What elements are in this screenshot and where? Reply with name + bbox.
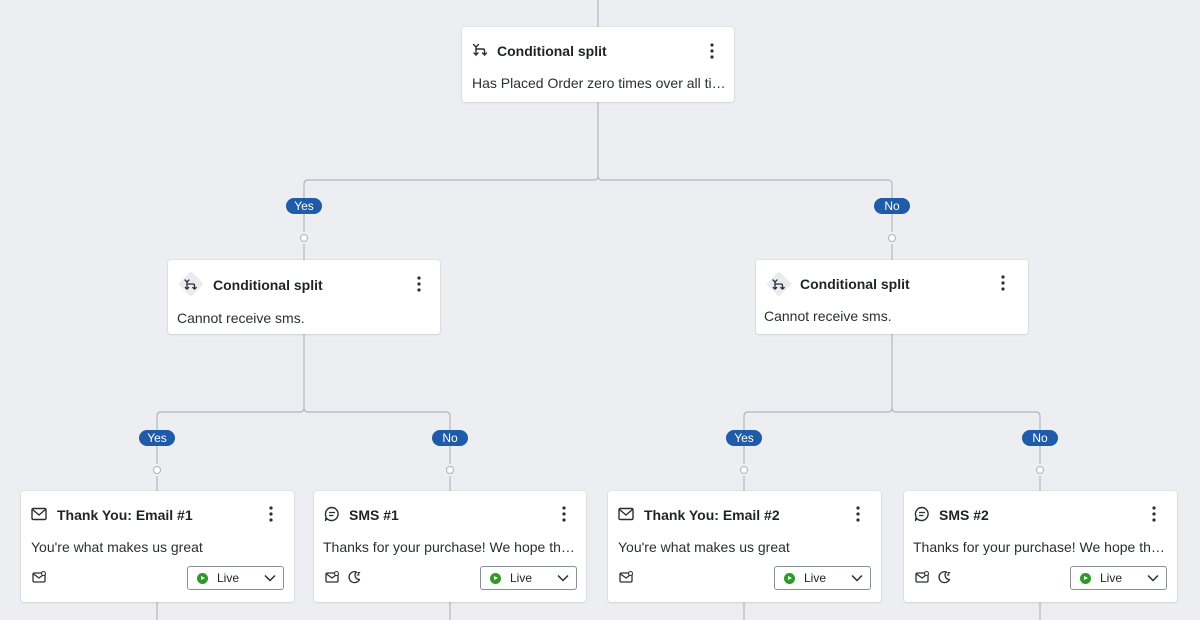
right-conditional-split-card[interactable]: Conditional split Cannot receive sms.: [756, 260, 1028, 334]
email-settings-icon[interactable]: [32, 571, 46, 584]
email-icon: [618, 507, 634, 521]
more-options-icon[interactable]: [1147, 505, 1161, 523]
more-options-icon[interactable]: [996, 274, 1010, 292]
more-options-icon[interactable]: [412, 275, 426, 293]
more-options-icon[interactable]: [705, 42, 719, 60]
sms-settings-icon[interactable]: [915, 571, 929, 584]
live-status-icon: [197, 573, 208, 584]
sms-icon: [914, 506, 929, 522]
message-preview: Thanks for your purchase! We hope that .…: [913, 539, 1171, 555]
card-title: Thank You: Email #1: [57, 507, 193, 523]
action-card-email-2[interactable]: Thank You: Email #2 You're what makes us…: [608, 491, 881, 602]
status-label: Live: [510, 571, 533, 585]
branch-no-label: No: [432, 430, 468, 446]
message-preview: Thanks for your purchase! We hope that .…: [323, 539, 581, 555]
status-label: Live: [1100, 571, 1123, 585]
branch-no-label: No: [1022, 430, 1058, 446]
status-label: Live: [804, 571, 827, 585]
chevron-down-icon: [851, 574, 863, 582]
live-status-icon: [490, 573, 501, 584]
chevron-down-icon: [557, 574, 569, 582]
branch-yes-label: Yes: [286, 198, 322, 214]
live-status-icon: [784, 573, 795, 584]
message-preview: You're what makes us great: [618, 539, 790, 555]
action-card-email-1[interactable]: Thank You: Email #1 You're what makes us…: [21, 491, 294, 602]
more-options-icon[interactable]: [557, 505, 571, 523]
email-icon: [31, 507, 47, 521]
status-dropdown[interactable]: Live: [480, 566, 577, 590]
card-title: Conditional split: [800, 276, 910, 292]
email-settings-icon[interactable]: [619, 571, 633, 584]
sms-settings-icon[interactable]: [325, 571, 339, 584]
sms-icon: [324, 506, 339, 522]
root-conditional-split-card[interactable]: Conditional split Has Placed Order zero …: [462, 27, 734, 102]
split-condition: Cannot receive sms.: [764, 308, 892, 324]
action-card-sms-1[interactable]: SMS #1 Thanks for your purchase! We hope…: [314, 491, 586, 602]
status-dropdown[interactable]: Live: [187, 566, 284, 590]
branch-yes-label: Yes: [139, 430, 175, 446]
split-icon: [179, 272, 203, 296]
split-icon: [767, 272, 791, 296]
card-title: SMS #1: [349, 507, 399, 523]
message-preview: You're what makes us great: [31, 539, 203, 555]
quiet-hours-icon[interactable]: [937, 570, 951, 584]
branch-yes-label: Yes: [726, 430, 762, 446]
chevron-down-icon: [264, 574, 276, 582]
split-condition: Cannot receive sms.: [177, 310, 305, 326]
status-dropdown[interactable]: Live: [1070, 566, 1167, 590]
chevron-down-icon: [1147, 574, 1159, 582]
left-conditional-split-card[interactable]: Conditional split Cannot receive sms.: [168, 260, 440, 334]
card-title: Conditional split: [213, 277, 323, 293]
card-title: Conditional split: [497, 43, 607, 59]
quiet-hours-icon[interactable]: [347, 570, 361, 584]
more-options-icon[interactable]: [264, 505, 278, 523]
live-status-icon: [1080, 573, 1091, 584]
card-title: SMS #2: [939, 507, 989, 523]
status-label: Live: [217, 571, 240, 585]
split-condition: Has Placed Order zero times over all tim…: [472, 75, 727, 91]
status-dropdown[interactable]: Live: [774, 566, 871, 590]
action-card-sms-2[interactable]: SMS #2 Thanks for your purchase! We hope…: [904, 491, 1177, 602]
more-options-icon[interactable]: [851, 505, 865, 523]
branch-no-label: No: [874, 198, 910, 214]
split-icon: [472, 43, 488, 56]
card-title: Thank You: Email #2: [644, 507, 780, 523]
